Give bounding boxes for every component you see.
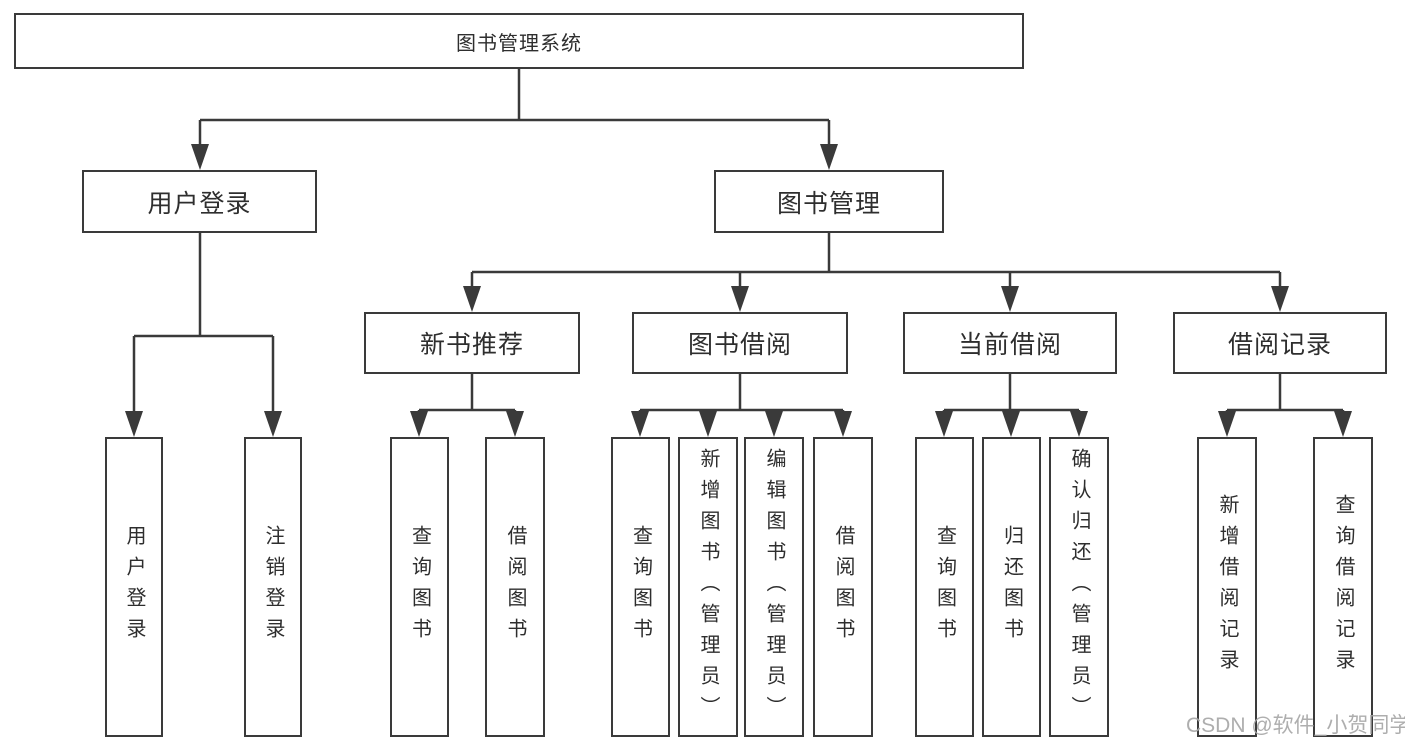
leaf-query-books-1-label: 查询图书 [408, 525, 431, 649]
node-book-borrow-label: 图书借阅 [687, 331, 792, 359]
leaf-add-books-admin: 新增图书（管理员） [678, 437, 738, 737]
arrowhead [125, 411, 143, 437]
leaf-edit-books-admin: 编辑图书（管理员） [744, 437, 804, 737]
leaf-user-login: 用户登录 [105, 437, 163, 737]
leaf-query-borrow-record: 查询借阅记录 [1313, 437, 1373, 737]
arrowhead [264, 411, 282, 437]
node-current-borrow-label: 当前借阅 [957, 331, 1062, 359]
leaf-return-books: 归还图书 [982, 437, 1041, 737]
arrowhead [834, 411, 852, 437]
arrowhead [765, 411, 783, 437]
leaf-add-borrow-record-label: 新增借阅记录 [1216, 494, 1238, 680]
leaf-return-books-label: 归还图书 [1000, 525, 1023, 649]
node-borrow-records-label: 借阅记录 [1227, 331, 1332, 359]
node-library-management-system-label: 图书管理系统 [456, 32, 582, 55]
leaf-borrow-books-1: 借阅图书 [485, 437, 545, 737]
arrowhead [1334, 411, 1352, 437]
arrowhead [1218, 411, 1236, 437]
leaf-logout-label: 注销登录 [262, 525, 284, 649]
arrowhead [410, 411, 428, 437]
arrowhead [1002, 411, 1020, 437]
leaf-query-books-3-label: 查询图书 [933, 525, 956, 649]
leaf-borrow-books-2: 借阅图书 [813, 437, 873, 737]
connector-bookmgmt-to-level2 [470, 233, 1282, 290]
arrowhead [1271, 286, 1289, 312]
leaf-query-books-3: 查询图书 [915, 437, 974, 737]
leaf-edit-books-admin-label: 编辑图书（管理员） [763, 447, 785, 727]
arrowhead [191, 144, 209, 170]
leaf-add-books-admin-label: 新增图书（管理员） [697, 447, 719, 727]
connector-bookborrow-to-leaves [638, 374, 845, 415]
leaf-confirm-return-admin-label: 确认归还（管理员） [1068, 447, 1090, 727]
connector-newbooks-to-leaves [417, 374, 517, 415]
connector-root-to-level1 [198, 69, 831, 150]
leaf-query-books-2-label: 查询图书 [629, 525, 652, 649]
connector-currentborrow-to-leaves [942, 374, 1081, 415]
connector-userlogin-to-leaves [132, 233, 275, 415]
connector-borrowrecords-to-leaves [1225, 374, 1345, 415]
arrowhead [820, 144, 838, 170]
node-library-management-system: 图书管理系统 [14, 13, 1024, 69]
leaf-query-borrow-record-label: 查询借阅记录 [1332, 494, 1354, 680]
node-user-login: 用户登录 [82, 170, 317, 233]
leaf-query-books-1: 查询图书 [390, 437, 449, 737]
node-book-management-label: 图书管理 [776, 189, 881, 218]
leaf-user-login-label: 用户登录 [123, 525, 145, 649]
node-new-book-recommend-label: 新书推荐 [419, 331, 524, 359]
arrowhead [731, 286, 749, 312]
node-borrow-records: 借阅记录 [1173, 312, 1387, 374]
leaf-query-books-2: 查询图书 [611, 437, 670, 737]
node-book-borrow: 图书借阅 [632, 312, 848, 374]
arrowhead [1070, 411, 1088, 437]
arrowhead [699, 411, 717, 437]
arrowhead [506, 411, 524, 437]
leaf-add-borrow-record: 新增借阅记录 [1197, 437, 1257, 737]
arrowhead [935, 411, 953, 437]
node-book-management: 图书管理 [714, 170, 944, 233]
leaf-confirm-return-admin: 确认归还（管理员） [1049, 437, 1109, 737]
node-new-book-recommend: 新书推荐 [364, 312, 580, 374]
leaf-borrow-books-1-label: 借阅图书 [504, 525, 526, 649]
arrowhead [463, 286, 481, 312]
leaf-borrow-books-2-label: 借阅图书 [832, 525, 854, 649]
arrowhead [1001, 286, 1019, 312]
node-current-borrow: 当前借阅 [903, 312, 1117, 374]
csdn-watermark: CSDN @软件_小贺同学 [1186, 714, 1405, 737]
arrowhead [631, 411, 649, 437]
node-user-login-label: 用户登录 [147, 189, 252, 218]
arrowheads [125, 144, 1352, 437]
leaf-logout: 注销登录 [244, 437, 302, 737]
